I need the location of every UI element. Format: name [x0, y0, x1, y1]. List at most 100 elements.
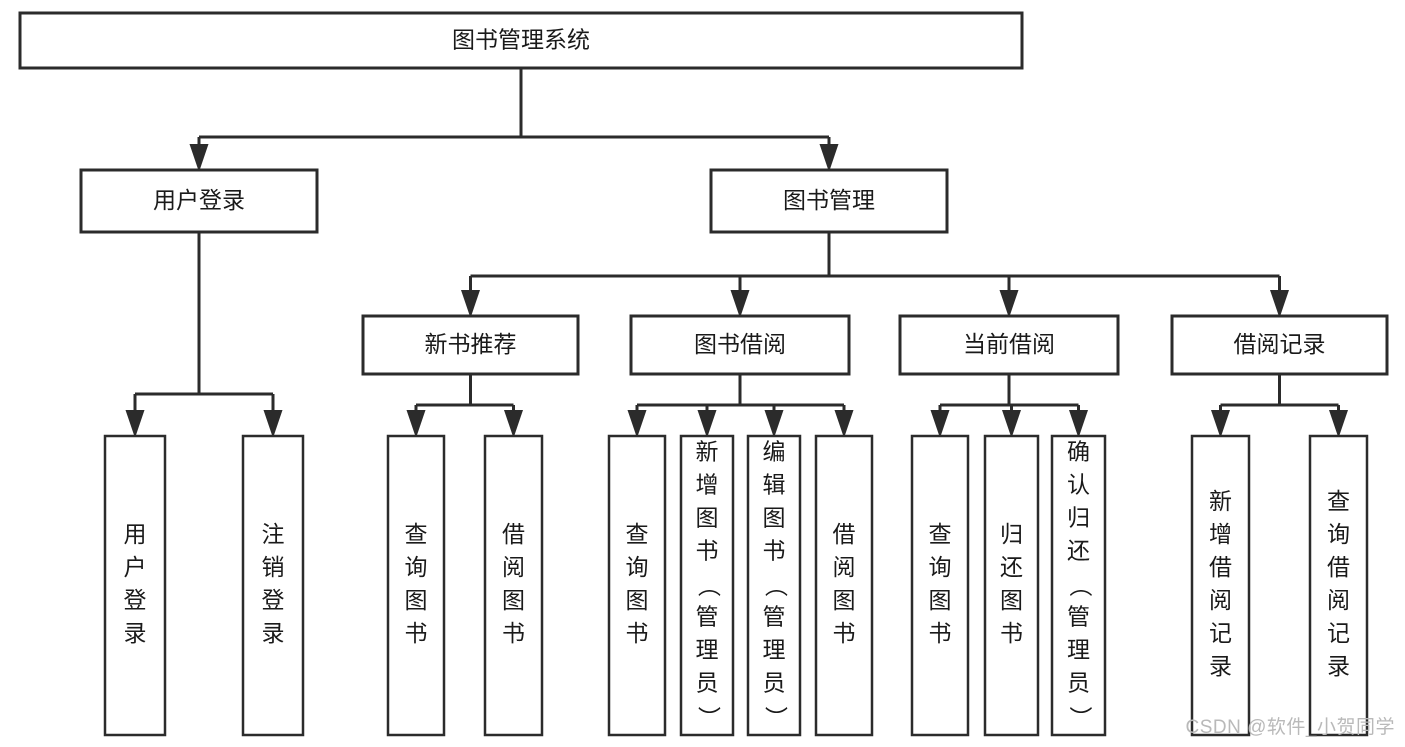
node-label-char: 员: [696, 670, 719, 696]
node-label-char: 阅: [1209, 587, 1232, 613]
node-label-char: 登: [262, 587, 285, 613]
node-root[interactable]: 图书管理系统: [18, 11, 1024, 70]
node-layer: 图书管理系统用户登录图书管理新书推荐图书借阅当前借阅借阅记录用户登录注销登录查询…: [18, 11, 1389, 737]
node-label-char: 录: [1209, 653, 1232, 679]
node-n3c[interactable]: 当前借阅: [898, 314, 1120, 376]
node-box[interactable]: [814, 434, 874, 737]
node-label-char: 图: [502, 587, 525, 613]
node-box[interactable]: [79, 168, 319, 234]
node-label: 图书管理系统: [452, 27, 590, 53]
arrowhead-icon: [263, 410, 283, 438]
node-label-char: 管: [763, 604, 786, 630]
node-label-char: 注: [262, 521, 285, 547]
arrowhead-icon: [504, 410, 523, 438]
node-label-char: 认: [1067, 472, 1090, 498]
node-label-char: 询: [626, 554, 649, 580]
node-label-char: 查: [1327, 488, 1350, 514]
node-label-char: 还: [1000, 554, 1023, 580]
node-label-char: 书: [929, 620, 952, 646]
node-label: 新书推荐: [425, 331, 517, 357]
node-label-char: ）: [696, 706, 722, 729]
node-label-char: 新: [696, 439, 719, 465]
node-label-char: 增: [696, 472, 719, 498]
node-box[interactable]: [679, 434, 735, 737]
node-box[interactable]: [483, 434, 544, 737]
arrowhead-icon: [834, 410, 854, 438]
node-label-char: 借: [833, 521, 856, 547]
node-n3d[interactable]: 借阅记录: [1170, 314, 1389, 376]
node-label-char: 查: [626, 521, 649, 547]
node-label-char: 员: [1067, 670, 1090, 696]
node-label: 图书管理: [783, 187, 875, 213]
node-label-char: 录: [124, 620, 147, 646]
connector-group-n2a: [125, 232, 283, 438]
node-box[interactable]: [103, 434, 167, 737]
node-label-char: 归: [1000, 521, 1023, 547]
node-label-char: 阅: [833, 554, 856, 580]
node-l1[interactable]: 用户登录: [103, 434, 167, 737]
arrowhead-icon: [999, 290, 1019, 318]
connector-group-root: [189, 68, 839, 172]
node-label-char: 图: [833, 587, 856, 613]
node-label-char: 理: [763, 637, 786, 663]
node-label-char: 查: [405, 521, 428, 547]
node-label-char: 还: [1067, 538, 1090, 564]
node-box[interactable]: [983, 434, 1040, 737]
node-label-char: 询: [929, 554, 952, 580]
node-box[interactable]: [361, 314, 580, 376]
connector-group-n3a: [406, 374, 523, 438]
node-label-char: 销: [262, 554, 285, 580]
node-box[interactable]: [709, 168, 949, 234]
arrowhead-icon: [189, 144, 209, 172]
node-label-char: 管: [1067, 604, 1090, 630]
node-label-char: 书: [1000, 620, 1023, 646]
node-n2a[interactable]: 用户登录: [79, 168, 319, 234]
node-label-char: 管: [696, 604, 719, 630]
node-label-char: 记: [1327, 620, 1350, 646]
node-label-char: 书: [763, 538, 786, 564]
node-box[interactable]: [607, 434, 667, 737]
node-box[interactable]: [1050, 434, 1107, 737]
node-box[interactable]: [898, 314, 1120, 376]
node-box[interactable]: [241, 434, 305, 737]
node-n3a[interactable]: 新书推荐: [361, 314, 580, 376]
node-label-char: 新: [1209, 488, 1232, 514]
node-label-char: 图: [929, 587, 952, 613]
arrowhead-icon: [627, 410, 647, 438]
node-label-char: 登: [124, 587, 147, 613]
node-box[interactable]: [910, 434, 970, 737]
node-box[interactable]: [1170, 314, 1389, 376]
node-n2b[interactable]: 图书管理: [709, 168, 949, 234]
node-box[interactable]: [629, 314, 851, 376]
node-box[interactable]: [18, 11, 1024, 70]
node-label-char: 书: [833, 620, 856, 646]
arrowhead-icon: [730, 290, 750, 318]
node-label-char: 借: [1209, 554, 1232, 580]
connector-group-n3b: [627, 374, 854, 438]
node-label: 借阅记录: [1234, 331, 1326, 357]
node-label-char: ）: [1067, 706, 1093, 729]
node-box[interactable]: [386, 434, 446, 737]
node-label-char: 确: [1067, 439, 1090, 465]
node-label-char: 阅: [1327, 587, 1350, 613]
node-box[interactable]: [1190, 434, 1251, 737]
node-label-char: 录: [262, 620, 285, 646]
node-label-char: 书: [626, 620, 649, 646]
node-box[interactable]: [746, 434, 802, 737]
node-label-char: 图: [763, 505, 786, 531]
node-box[interactable]: [1308, 434, 1369, 737]
node-label-char: 询: [405, 554, 428, 580]
node-n3b[interactable]: 图书借阅: [629, 314, 851, 376]
